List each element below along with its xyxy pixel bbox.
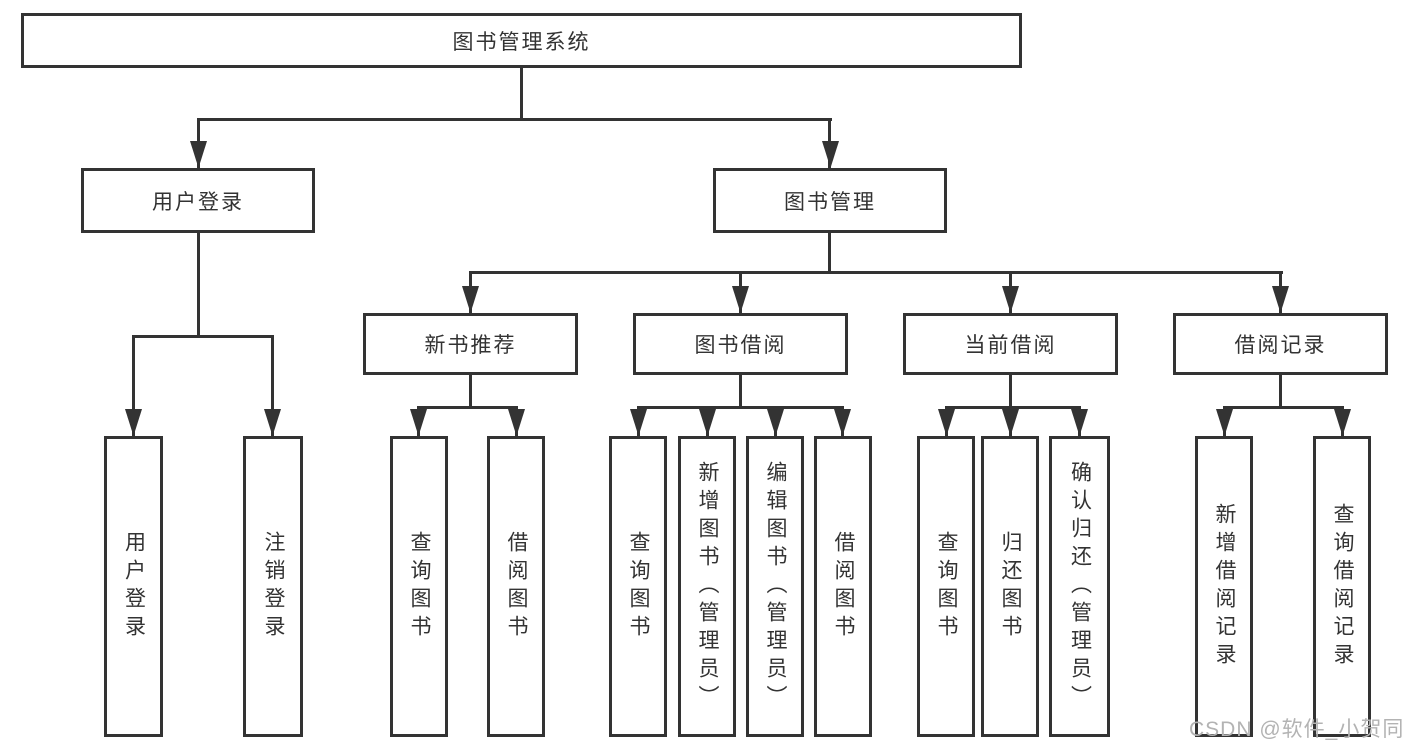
leaf-label: 用户登录	[122, 530, 146, 643]
node-label: 用户登录	[152, 190, 244, 214]
arrow-down-icon	[1334, 409, 1351, 436]
connector-line	[197, 118, 832, 121]
connector-line	[1279, 375, 1282, 408]
node-label: 图书管理系统	[452, 30, 591, 54]
node-borrowing-records: 借阅记录	[1173, 313, 1388, 375]
connector-line	[132, 335, 274, 338]
arrow-down-icon	[767, 409, 784, 436]
leaf-query-books-current: 查询图书	[917, 436, 975, 737]
arrow-down-icon	[1216, 409, 1233, 436]
arrow-down-icon	[190, 141, 207, 168]
node-current-borrowing: 当前借阅	[903, 313, 1118, 375]
leaf-label: 查询图书	[627, 530, 650, 643]
node-label: 新书推荐	[424, 334, 517, 357]
leaf-add-books-admin: 新增图书（管理员）	[678, 436, 736, 737]
connector-line	[828, 233, 831, 273]
leaf-label: 查询借阅记录	[1331, 502, 1354, 671]
arrow-down-icon	[1002, 286, 1019, 313]
node-new-book-recommend: 新书推荐	[363, 313, 578, 375]
leaf-label: 新增图书（管理员）	[696, 460, 719, 713]
arrow-down-icon	[264, 409, 281, 436]
connector-line	[945, 406, 1081, 409]
node-book-borrowing: 图书借阅	[633, 313, 848, 375]
leaf-logout: 注销登录	[243, 436, 303, 737]
connector-line	[132, 335, 135, 436]
node-library-management-system: 图书管理系统	[21, 13, 1022, 68]
arrow-down-icon	[834, 409, 851, 436]
leaf-label: 查询图书	[935, 530, 958, 643]
leaf-add-borrow-record: 新增借阅记录	[1195, 436, 1253, 737]
leaf-label: 查询图书	[408, 530, 431, 643]
arrow-down-icon	[462, 286, 479, 313]
arrow-down-icon	[125, 409, 142, 436]
leaf-return-books: 归还图书	[981, 436, 1039, 737]
leaf-query-borrow-record: 查询借阅记录	[1313, 436, 1371, 737]
arrow-down-icon	[822, 141, 839, 168]
leaf-confirm-return-admin: 确认归还（管理员）	[1049, 436, 1110, 737]
arrow-down-icon	[410, 409, 427, 436]
leaf-label: 借阅图书	[505, 530, 528, 643]
leaf-label: 借阅图书	[832, 530, 855, 643]
leaf-label: 编辑图书（管理员）	[764, 460, 787, 713]
connector-line	[739, 375, 742, 408]
node-label: 借阅记录	[1234, 334, 1327, 357]
leaf-label: 确认归还（管理员）	[1068, 460, 1092, 713]
connector-line	[1009, 375, 1012, 408]
node-book-management: 图书管理	[713, 168, 947, 233]
leaf-borrow-books: 借阅图书	[814, 436, 872, 737]
connector-line	[271, 335, 274, 436]
leaf-label: 新增借阅记录	[1213, 502, 1236, 671]
leaf-label: 注销登录	[262, 530, 285, 643]
csdn-watermark: CSDN @软件_小贺同学	[1189, 718, 1405, 741]
arrow-down-icon	[732, 286, 749, 313]
leaf-borrow-books-recommend: 借阅图书	[487, 436, 545, 737]
connector-line	[469, 271, 1283, 274]
node-label: 图书借阅	[694, 334, 787, 357]
node-label: 图书管理	[784, 190, 876, 214]
arrow-down-icon	[1002, 409, 1019, 436]
leaf-query-books-recommend: 查询图书	[390, 436, 448, 737]
arrow-down-icon	[630, 409, 647, 436]
leaf-label: 归还图书	[999, 530, 1022, 643]
arrow-down-icon	[508, 409, 525, 436]
connector-line	[197, 233, 200, 335]
connector-line	[1223, 406, 1344, 409]
connector-line	[469, 375, 472, 408]
arrow-down-icon	[699, 409, 716, 436]
leaf-edit-books-admin: 编辑图书（管理员）	[746, 436, 804, 737]
connector-line	[520, 68, 523, 118]
node-label: 当前借阅	[964, 334, 1057, 357]
connector-line	[637, 406, 844, 409]
arrow-down-icon	[1071, 409, 1088, 436]
leaf-query-books-borrowing: 查询图书	[609, 436, 667, 737]
arrow-down-icon	[938, 409, 955, 436]
arrow-down-icon	[1272, 286, 1289, 313]
node-user-login: 用户登录	[81, 168, 315, 233]
connector-line	[417, 406, 518, 409]
leaf-user-login: 用户登录	[104, 436, 163, 737]
